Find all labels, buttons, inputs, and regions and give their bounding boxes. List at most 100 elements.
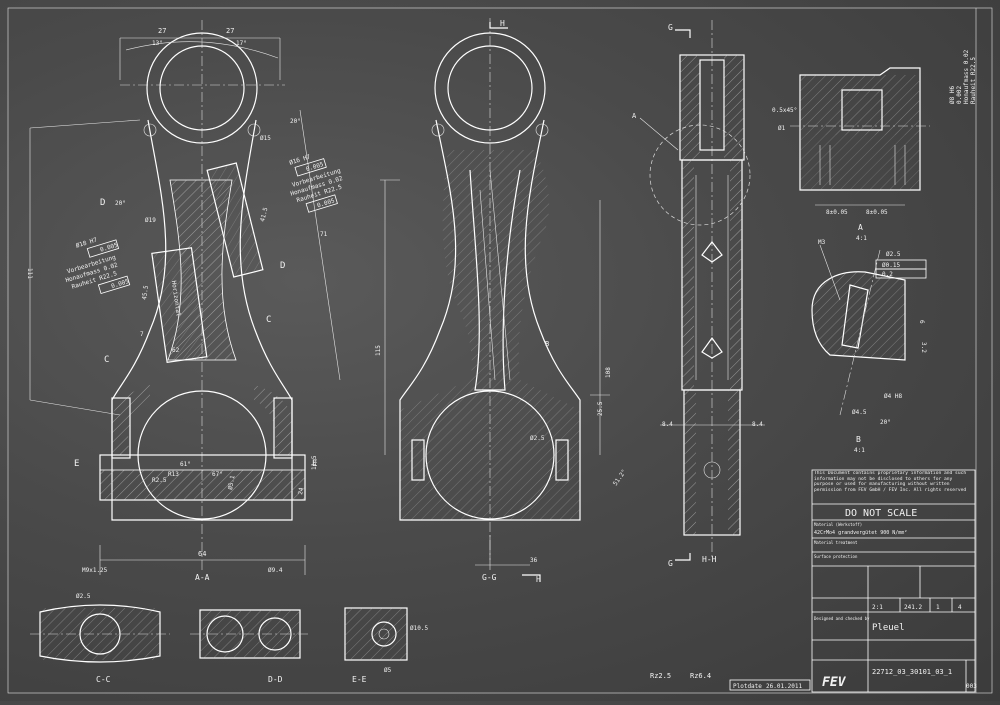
detail-b-d45: Ø4.5 — [852, 409, 867, 416]
cut-c-left: C — [104, 355, 109, 365]
drawing-number: 22712_03_30101_03_1 — [872, 668, 952, 676]
dim-8b: 8±0.05 — [866, 209, 888, 216]
svg-text:0.005: 0.005 — [110, 278, 130, 290]
section-ee-label: E-E — [352, 675, 367, 684]
angle-20: 20° — [290, 118, 301, 125]
angle-51: 51.2° — [612, 468, 628, 487]
view-aa: Horizontal 27 27 13° 17° 20° Ø15 Ø19 20°… — [26, 20, 344, 582]
angle-17: 17° — [236, 40, 247, 47]
dim-d9-4: Ø9.4 — [268, 567, 283, 574]
cut-c-right: C — [266, 315, 271, 325]
view-gg: 115 108 25.5 36 51.2° Ø2.5 B H H G-G — [375, 18, 628, 584]
svg-text:Material treatment: Material treatment — [814, 540, 858, 545]
detail-b-d25: Ø2.5 — [886, 251, 901, 258]
dim-d1: Ø1 — [778, 125, 786, 132]
label-a: A — [632, 112, 637, 120]
detail-a-note-4: Rauheit R22.5 — [970, 57, 977, 104]
dim-36: 36 — [530, 557, 538, 564]
scale: 2:1 — [872, 604, 883, 611]
dim-d5-1: Ø5.1 — [227, 475, 236, 491]
sheet: 1 — [936, 604, 940, 611]
dim-108: 108 — [605, 367, 612, 378]
detail-b-label: B — [856, 435, 861, 444]
dim-27-left: 27 — [158, 27, 166, 35]
dim-r13: R13 — [168, 471, 179, 478]
section-ee-d105: Ø10.5 — [410, 625, 428, 632]
cut-d-right: D — [280, 261, 285, 271]
detail-a: 0.5x45° Ø1 8±0.05 8±0.05 Ø8 H6 0.002 Hon… — [772, 49, 977, 242]
dim-111: 111 — [26, 268, 33, 279]
weight: 241.2 — [904, 604, 922, 611]
svg-text:Material (Werkstoff): Material (Werkstoff) — [814, 522, 862, 527]
view-aa-label: A-A — [195, 573, 210, 582]
dim-r2-5: R2.5 — [152, 477, 167, 484]
dim-8-4-left: 8.4 — [662, 421, 673, 428]
angle-61: 61° — [180, 461, 191, 468]
proprietary-notice: This Document contains proprietary infor… — [814, 471, 967, 493]
view-hh: 8.4 8.4 A G G H-H — [632, 20, 765, 568]
section-cc: Ø2.5 C-C — [30, 593, 170, 684]
detail-a-note-1: Ø8 H6 — [949, 86, 956, 104]
sheet-frame — [7, 7, 993, 694]
sheets: 4 — [958, 604, 962, 611]
dim-24: 24 — [297, 487, 305, 496]
hole-16-note: Ø16 H7 0.005 Vorbearbeitung Honaufmass 0… — [289, 153, 344, 213]
svg-text:0.005: 0.005 — [316, 197, 336, 209]
view-hh-label: H-H — [702, 555, 717, 564]
dim-d2-5: Ø2.5 — [530, 435, 545, 442]
cut-g-bottom: G — [668, 559, 673, 568]
revision: 003 — [966, 683, 977, 690]
thread-m9: M9x1.25 — [82, 567, 108, 574]
drawing-title: Pleuel — [872, 623, 905, 633]
svg-text:Rz6.4: Rz6.4 — [690, 672, 711, 680]
angle-13: 13° — [152, 40, 163, 47]
detail-b-scale: 4:1 — [854, 447, 865, 454]
dim-d19: Ø19 — [145, 217, 156, 224]
cut-h-bottom: H — [536, 575, 541, 584]
label-b: B — [545, 340, 549, 348]
material: 42CrMo4 grandvergütet 900 N/mm² — [814, 530, 907, 536]
dim-41-5: 41.5 — [259, 206, 269, 222]
cut-g-top: G — [668, 23, 673, 32]
do-not-scale: DO NOT SCALE — [845, 508, 917, 519]
plotdate: 26.01.2011 — [766, 683, 803, 690]
roughness-symbols: Rz2.5 Rz6.4 — [650, 672, 711, 680]
section-dd: D-D — [190, 609, 310, 684]
cut-e-left: E — [74, 459, 79, 469]
section-cc-label: C-C — [96, 675, 111, 684]
dim-d15: Ø15 — [260, 135, 271, 142]
section-ee: Ø10.5 Ø5 E-E — [344, 607, 428, 684]
dim-8-4-right: 8.4 — [752, 421, 763, 428]
dim-7: 7 — [140, 331, 144, 338]
detail-b-m3: M3 — [818, 239, 826, 246]
chamfer: 0.5x45° — [772, 107, 797, 114]
detail-b-tol-02: 0.2 — [882, 271, 893, 278]
section-dd-label: D-D — [268, 675, 283, 684]
svg-text:0.005: 0.005 — [99, 242, 119, 254]
angle-20b: 20° — [115, 200, 126, 207]
dim-45-5: 45.5 — [141, 285, 150, 301]
view-gg-label: G-G — [482, 573, 497, 582]
plotdate-label: Plotdate — [733, 683, 762, 690]
dim-64: 64 — [198, 550, 206, 558]
section-ee-d5: Ø5 — [384, 667, 392, 674]
detail-a-label: A — [858, 223, 863, 232]
detail-a-note-3: Honaufmass 0.02 — [963, 49, 970, 104]
svg-text:Designed and checked by: Designed and checked by — [814, 616, 870, 621]
company-logo: FEV — [822, 675, 847, 690]
dim-27-right: 27 — [226, 27, 234, 35]
detail-b-tol-015: Ø0.15 — [882, 262, 900, 269]
detail-b: M3 Ø2.5 Ø0.15 0.2 6 3.2 Ø4 H8 Ø4.5 20° B… — [811, 239, 927, 454]
svg-text:Ø18 H7: Ø18 H7 — [75, 236, 98, 249]
hole-18-note: Ø18 H7 0.005 Vorbearbeitung Honaufmass 0… — [65, 236, 131, 295]
detail-b-dim-32: 3.2 — [920, 342, 927, 353]
detail-b-angle: 20° — [880, 419, 891, 426]
svg-text:Ø2.5: Ø2.5 — [76, 593, 91, 600]
detail-a-note-2: 0.002 — [956, 86, 963, 104]
cut-e-right: E — [312, 459, 317, 469]
detail-b-dim-6: 6 — [918, 320, 925, 324]
detail-a-scale: 4:1 — [856, 235, 867, 242]
dim-71: 71 — [320, 231, 328, 238]
